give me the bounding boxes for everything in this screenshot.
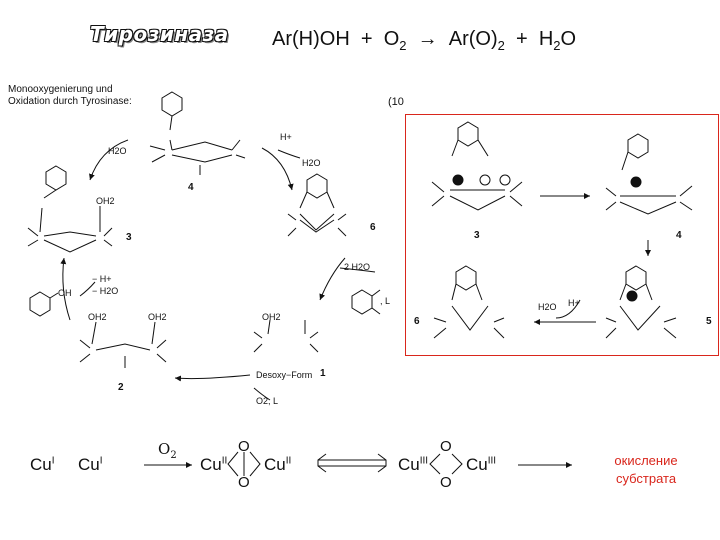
slide-title: Тирозиназа — [90, 22, 229, 46]
compound-2: 2 — [118, 382, 124, 393]
cu-i-b: CuI — [78, 455, 103, 474]
label-oh: OH — [58, 288, 72, 298]
compound-6: 6 — [370, 222, 376, 233]
mech-compound-3: 3 — [474, 230, 480, 241]
reaction-arrow: → — [417, 28, 438, 50]
mechanism-panel — [405, 114, 719, 356]
oxygen: O — [383, 28, 400, 50]
label-minus-h: − H+ — [92, 274, 112, 284]
catechol-ring-mech-5 — [625, 265, 647, 291]
plus-sign-2: + — [516, 28, 528, 50]
mech-compound-6: 6 — [414, 316, 420, 327]
compound-3: 3 — [126, 232, 132, 243]
label-h2o-b: H2O — [302, 158, 321, 168]
note-line-1: окисление — [614, 453, 678, 468]
label-desoxy-form: Desoxy−Form — [256, 370, 313, 380]
oxygen-bottom-1: O — [238, 474, 250, 491]
caption-line-1: Monooxygenierung und — [8, 84, 113, 95]
water-subscript: 2 — [553, 38, 561, 53]
caption-line-2: Oxidation durch Tyrosinase: — [8, 96, 132, 107]
cu-ii-right: CuII — [264, 455, 292, 474]
mech-compound-4: 4 — [676, 230, 682, 241]
label-h-plus: H+ — [280, 132, 292, 142]
label-oh2-d: OH2 — [262, 312, 281, 322]
note-line-2: субстрата — [615, 471, 677, 486]
label-oh2-c: OH2 — [148, 312, 167, 322]
o2-reagent: O2 — [158, 440, 177, 461]
mech-label-h-plus: H+ — [568, 298, 580, 308]
mech-label-h2o: H2O — [538, 302, 557, 312]
reference-number: (10 — [388, 96, 404, 108]
catechol-ring-6 — [306, 173, 328, 199]
oxygen-top-1: O — [238, 438, 250, 455]
label-h2o-a: H2O — [108, 146, 127, 156]
phenol-ring-mech-4 — [627, 133, 649, 159]
label-o2-l: O2, L — [256, 396, 279, 406]
water: H — [538, 28, 554, 50]
product-subscript: 2 — [497, 38, 505, 53]
phenol-ring-left — [45, 165, 67, 191]
phenol-ring-mech-3 — [457, 121, 479, 147]
reaction-equation: Ar(H)OH + O2 → Ar(O)2 + H2O — [272, 28, 576, 53]
oxygen-top-2: O — [440, 438, 452, 455]
substrate-oxidation-note: окисление субстрата — [596, 452, 696, 488]
oxygen-bottom-2: O — [440, 474, 452, 491]
phenol-ring-free — [29, 291, 51, 317]
quinone-ring — [351, 289, 373, 315]
compound-4: 4 — [188, 182, 194, 193]
water-end: O — [560, 28, 577, 50]
mech-compound-5: 5 — [706, 316, 712, 327]
cu-iii-right: CuIII — [466, 455, 497, 474]
catechol-ring-mech-6 — [455, 265, 477, 291]
label-minus-h2o: − H2O — [92, 286, 119, 296]
cu-i-a: CuI — [30, 455, 55, 474]
cu-iii-left: CuIII — [398, 455, 429, 474]
product: Ar(O) — [448, 28, 498, 50]
cu-ii-left: CuII — [200, 455, 228, 474]
oxygen-subscript: 2 — [399, 38, 407, 53]
label-oh2-a: OH2 — [96, 196, 115, 206]
compound-1: 1 — [320, 368, 326, 379]
phenol-ring-top — [161, 91, 183, 117]
label-2h2o: 2 H2O — [344, 262, 371, 272]
cycle-caption: Monooxygenierung und Oxidation durch Tyr… — [8, 84, 168, 108]
reactant: Ar(H)OH — [272, 28, 350, 50]
plus-sign: + — [360, 28, 373, 50]
label-l: , L — [380, 296, 391, 306]
label-oh2-b: OH2 — [88, 312, 107, 322]
